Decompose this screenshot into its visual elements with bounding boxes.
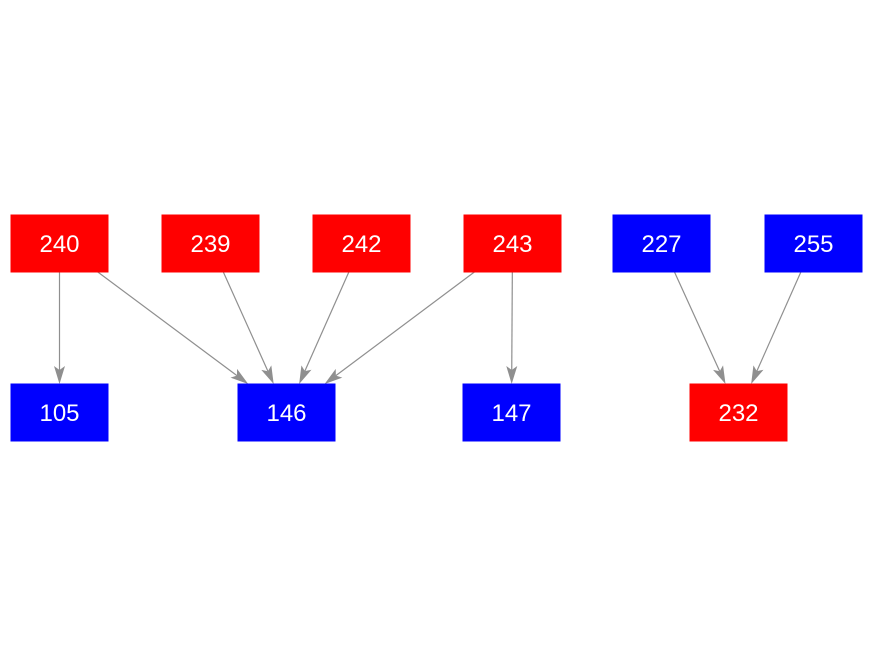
graph-node-227: 227: [612, 214, 711, 273]
edge-line: [756, 271, 802, 372]
edge-239-146: [222, 271, 274, 384]
node-rect-227: [612, 214, 711, 273]
edge-255-232: [751, 271, 802, 384]
node-label-146: 146: [266, 400, 306, 427]
node-label-255: 255: [793, 231, 833, 258]
edge-line: [673, 271, 721, 372]
edge-240-146: [97, 271, 249, 384]
graph-node-105: 105: [10, 383, 109, 442]
node-label-105: 105: [39, 400, 79, 427]
node-rect-255: [764, 214, 863, 273]
node-label-243: 243: [492, 231, 532, 258]
node-label-232: 232: [718, 400, 758, 427]
edge-242-146: [299, 271, 350, 384]
graph-node-147: 147: [462, 383, 561, 442]
graph-node-232: 232: [689, 383, 788, 442]
edge-243-146: [324, 271, 475, 384]
arrowhead-icon: [261, 365, 274, 384]
arrowhead-icon: [54, 366, 65, 384]
node-rect-240: [10, 214, 109, 273]
node-rect-146: [237, 383, 336, 442]
arrowhead-icon: [299, 365, 312, 384]
node-label-227: 227: [641, 231, 681, 258]
edge-line: [97, 271, 238, 377]
node-rect-239: [161, 214, 260, 273]
node-label-239: 239: [190, 231, 230, 258]
edge-line: [222, 271, 269, 372]
graph-node-255: 255: [764, 214, 863, 273]
node-label-242: 242: [341, 231, 381, 258]
edge-240-105: [54, 272, 65, 384]
edge-227-232: [673, 271, 726, 384]
arrowhead-icon: [230, 368, 249, 384]
graph-node-243: 243: [463, 214, 562, 273]
arrowhead-icon: [324, 368, 343, 384]
graph-node-146: 146: [237, 383, 336, 442]
node-rect-242: [312, 214, 411, 273]
node-rect-232: [689, 383, 788, 442]
arrowhead-icon: [506, 365, 518, 384]
graph-node-242: 242: [312, 214, 411, 273]
node-label-147: 147: [491, 400, 531, 427]
node-rect-105: [10, 383, 109, 442]
edge-line: [304, 271, 350, 372]
arrowhead-icon: [751, 365, 764, 384]
edge-243-147: [506, 271, 518, 384]
node-rect-243: [463, 214, 562, 273]
node-label-240: 240: [39, 231, 79, 258]
node-rect-147: [462, 383, 561, 442]
edge-line: [335, 271, 475, 377]
arrowhead-icon: [713, 365, 726, 384]
graph-node-239: 239: [161, 214, 260, 273]
graph-node-240: 240: [10, 214, 109, 273]
edge-line: [511, 271, 513, 370]
